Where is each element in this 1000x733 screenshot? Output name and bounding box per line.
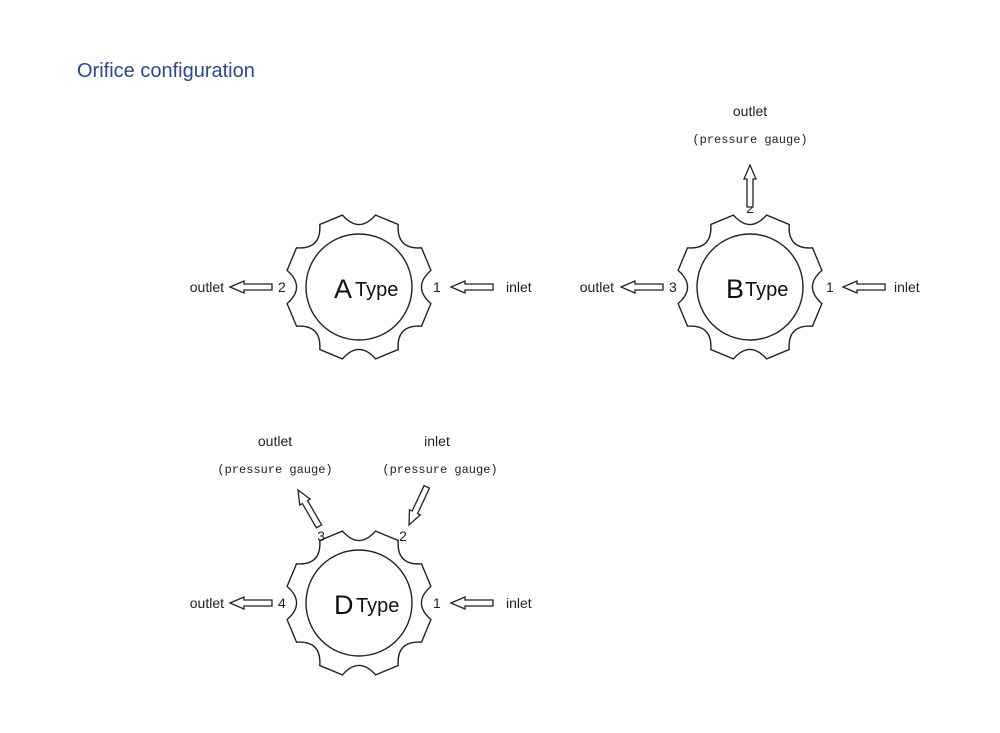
d-type-word: Type [356, 595, 399, 617]
a-outlet-arrow-icon [229, 280, 273, 294]
d-top-right-label: inlet [424, 433, 450, 449]
a-inlet-arrow-icon [450, 280, 494, 294]
d-outlet-arrow-icon [229, 596, 273, 610]
b-outlet-arrow-icon [620, 280, 664, 294]
d-port-right-number: 1 [433, 595, 441, 611]
d-top-right-sub: (pressure gauge) [382, 463, 497, 477]
b-port-right-number: 1 [826, 279, 834, 295]
b-type-letter: B [726, 274, 744, 304]
d-port-top-right-number: 2 [399, 528, 407, 544]
page-title: Orifice configuration [77, 60, 255, 82]
b-inlet-label: inlet [894, 279, 920, 295]
a-outlet-label: outlet [190, 279, 224, 295]
b-type-word: Type [745, 279, 788, 301]
b-outlet-label: outlet [580, 279, 614, 295]
a-type-word: Type [355, 279, 398, 301]
d-inlet-arrow-icon [450, 596, 494, 610]
d-type-letter: D [334, 590, 354, 620]
d-top-left-outlet-arrow-icon [292, 486, 325, 531]
a-port-left-number: 2 [278, 279, 286, 295]
d-port-left-number: 4 [278, 595, 286, 611]
b-inlet-arrow-icon [842, 280, 886, 294]
a-type-diagram: A Type 2 outlet 1 inlet [190, 214, 532, 360]
a-port-right-number: 1 [433, 279, 441, 295]
b-top-outlet-label: outlet [733, 103, 767, 119]
d-top-left-label: outlet [258, 433, 292, 449]
d-port-top-left-number: 3 [317, 528, 325, 544]
a-inlet-label: inlet [506, 279, 532, 295]
b-type-diagram: B Type 3 outlet 1 inlet 2 outlet (pressu… [580, 103, 920, 360]
d-outlet-label: outlet [190, 595, 224, 611]
d-type-diagram: D Type 4 outlet 1 inlet 3 outlet (pressu… [190, 433, 532, 676]
d-top-left-sub: (pressure gauge) [217, 463, 332, 477]
d-top-right-inlet-arrow-icon [402, 483, 433, 529]
b-top-outlet-sub: (pressure gauge) [692, 133, 807, 147]
a-type-letter: A [334, 274, 352, 304]
b-port-top-number: 2 [746, 200, 754, 216]
d-inlet-label: inlet [506, 595, 532, 611]
b-port-left-number: 3 [669, 279, 677, 295]
